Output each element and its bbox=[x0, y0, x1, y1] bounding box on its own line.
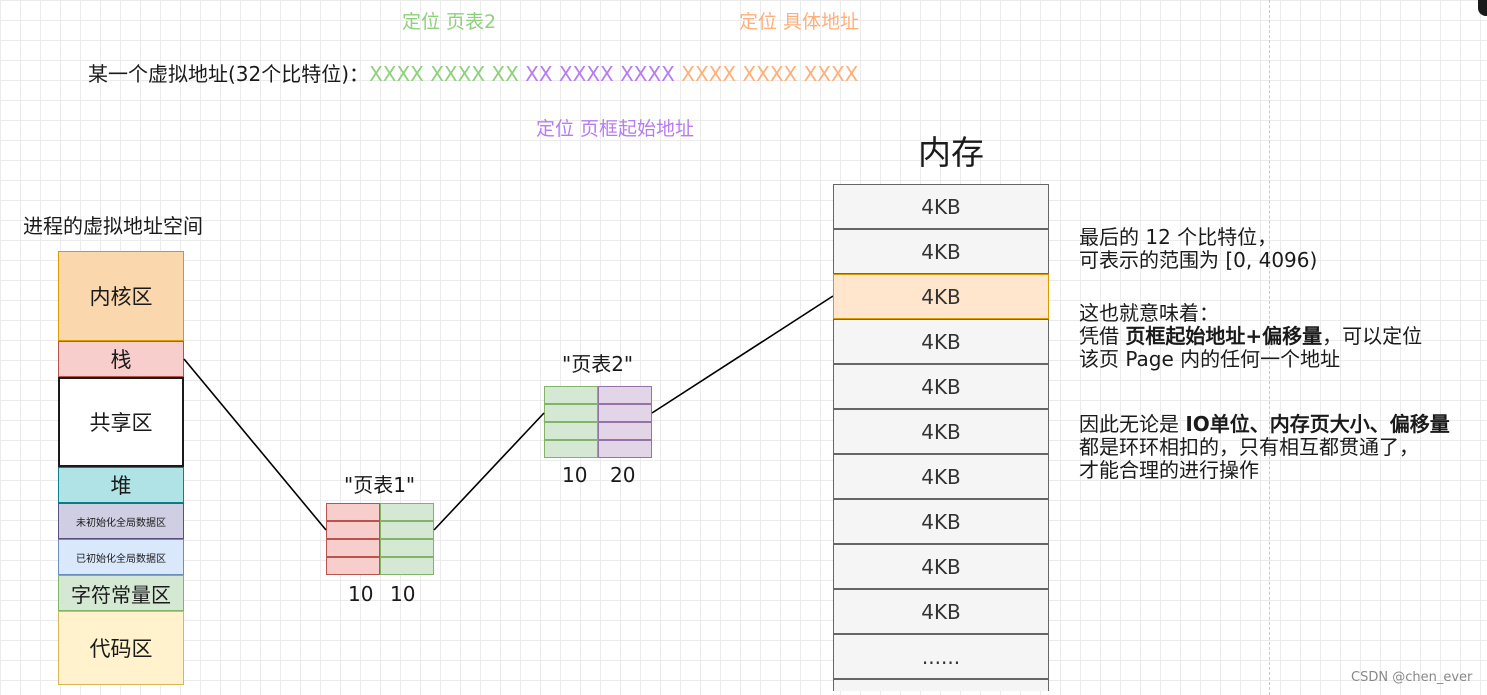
memory-page-frame: 4KB bbox=[833, 409, 1049, 454]
note-text: 因此无论是 bbox=[1079, 412, 1186, 436]
note-line: 这也就意味着： bbox=[1079, 301, 1219, 325]
memory-page-frame: 4KB bbox=[833, 499, 1049, 544]
note-line: 该页 Page 内的任何一个地址 bbox=[1079, 347, 1341, 371]
note-bold: IO单位、内存页大小、偏移量 bbox=[1185, 412, 1450, 436]
page-table-1-cell bbox=[326, 521, 380, 539]
page-table-2-cell bbox=[544, 440, 598, 458]
guide-dashed-line bbox=[1269, 0, 1270, 695]
note-text: ，可以定位 bbox=[1322, 324, 1423, 348]
address-bits-orange: XXXX XXXX XXXX bbox=[681, 62, 859, 86]
scroll-indicator bbox=[1478, 0, 1487, 16]
page-table-2-cell bbox=[598, 422, 652, 440]
page-table-1-title: "页表1" bbox=[344, 473, 416, 497]
page-table-1-bits-right: 10 bbox=[390, 582, 416, 606]
page-table-1-bits-left: 10 bbox=[348, 582, 374, 606]
note-line: 因此无论是 IO单位、内存页大小、偏移量 bbox=[1079, 413, 1450, 436]
page-table-1-cell bbox=[380, 521, 434, 539]
page-table-2-cell bbox=[598, 386, 652, 404]
segment-heap: 堆 bbox=[58, 467, 184, 503]
note-line: 都是环环相扣的，只有相互都贯通了， bbox=[1079, 435, 1419, 459]
memory-page-frame: 4KB bbox=[833, 319, 1049, 364]
note-text: 凭借 bbox=[1079, 324, 1126, 348]
segment-rodata: 字符常量区 bbox=[58, 575, 184, 611]
memory-page-frame: 4KB bbox=[833, 589, 1049, 634]
note-line: 最后的 12 个比特位， bbox=[1079, 225, 1278, 249]
memory-page-frame: 4KB bbox=[833, 184, 1049, 229]
page-table-1-cell bbox=[326, 557, 380, 575]
virtual-address-line: 某一个虚拟地址(32个比特位)：XXXX XXXX XX XX XXXX XXX… bbox=[88, 58, 858, 87]
segment-data: 已初始化全局数据区 bbox=[58, 539, 184, 575]
note-line: 凭借 页框起始地址+偏移量，可以定位 bbox=[1079, 325, 1422, 348]
note-bold: 页框起始地址+偏移量 bbox=[1125, 324, 1323, 348]
memory-page-frame: 4KB bbox=[833, 544, 1049, 589]
page-table-1-cell bbox=[380, 503, 434, 521]
page-table-1-cell bbox=[380, 539, 434, 557]
page-table-2-cell bbox=[544, 404, 598, 422]
segment-bss: 未初始化全局数据区 bbox=[58, 503, 184, 539]
address-bits-green: XXXX XXXX XX bbox=[369, 62, 519, 86]
memory-page-frame: 4KB bbox=[833, 229, 1049, 274]
page-table-1-cell bbox=[326, 503, 380, 521]
page-table-1-cell bbox=[326, 539, 380, 557]
virtual-space-title: 进程的虚拟地址空间 bbox=[23, 214, 203, 238]
watermark: CSDN @chen_ever bbox=[1351, 670, 1473, 685]
page-table-2-title: "页表2" bbox=[562, 352, 634, 376]
page-table-2-bits-right: 20 bbox=[610, 463, 636, 487]
connector-stack-to-pt1 bbox=[183, 358, 327, 531]
note-bits-range: 最后的 12 个比特位， 可表示的范围为 [0, 4096) bbox=[1079, 226, 1317, 272]
page-table-2-cell bbox=[598, 440, 652, 458]
address-bits-purple: XX XXXX XXXX bbox=[525, 62, 675, 86]
address-prefix: 某一个虚拟地址(32个比特位)： bbox=[88, 62, 370, 86]
segment-kernel: 内核区 bbox=[58, 251, 184, 341]
label-locate-page-frame-start: 定位 页框起始地址 bbox=[536, 118, 695, 140]
segment-shared: 共享区 bbox=[58, 377, 184, 467]
connector-pt1-to-pt2 bbox=[433, 412, 545, 531]
connector-pt2-to-memory bbox=[651, 295, 834, 414]
segment-stack: 栈 bbox=[58, 341, 184, 377]
note-line: 才能合理的进行操作 bbox=[1079, 458, 1259, 482]
memory-page-frame: 4KB bbox=[833, 364, 1049, 409]
note-offset-meaning: 这也就意味着： 凭借 页框起始地址+偏移量，可以定位 该页 Page 内的任何一… bbox=[1079, 302, 1422, 371]
memory-page-frame: ...... bbox=[833, 634, 1049, 679]
page-table-2-cell bbox=[544, 386, 598, 404]
label-locate-page-table-2: 定位 页表2 bbox=[402, 11, 497, 33]
note-conclusion: 因此无论是 IO单位、内存页大小、偏移量 都是环环相扣的，只有相互都贯通了， 才… bbox=[1079, 413, 1450, 482]
note-line: 可表示的范围为 [0, 4096) bbox=[1079, 248, 1318, 272]
memory-page-frame-highlighted: 4KB bbox=[833, 274, 1049, 319]
page-table-1-cell bbox=[380, 557, 434, 575]
page-table-2-cell bbox=[598, 404, 652, 422]
memory-page-frame: 4KB bbox=[833, 454, 1049, 499]
segment-code: 代码区 bbox=[58, 611, 184, 685]
memory-title: 内存 bbox=[918, 133, 984, 172]
page-table-2-bits-left: 10 bbox=[562, 463, 588, 487]
page-table-2-cell bbox=[544, 422, 598, 440]
memory-page-frame-partial bbox=[833, 679, 1049, 691]
label-locate-specific-address: 定位 具体地址 bbox=[739, 11, 860, 33]
